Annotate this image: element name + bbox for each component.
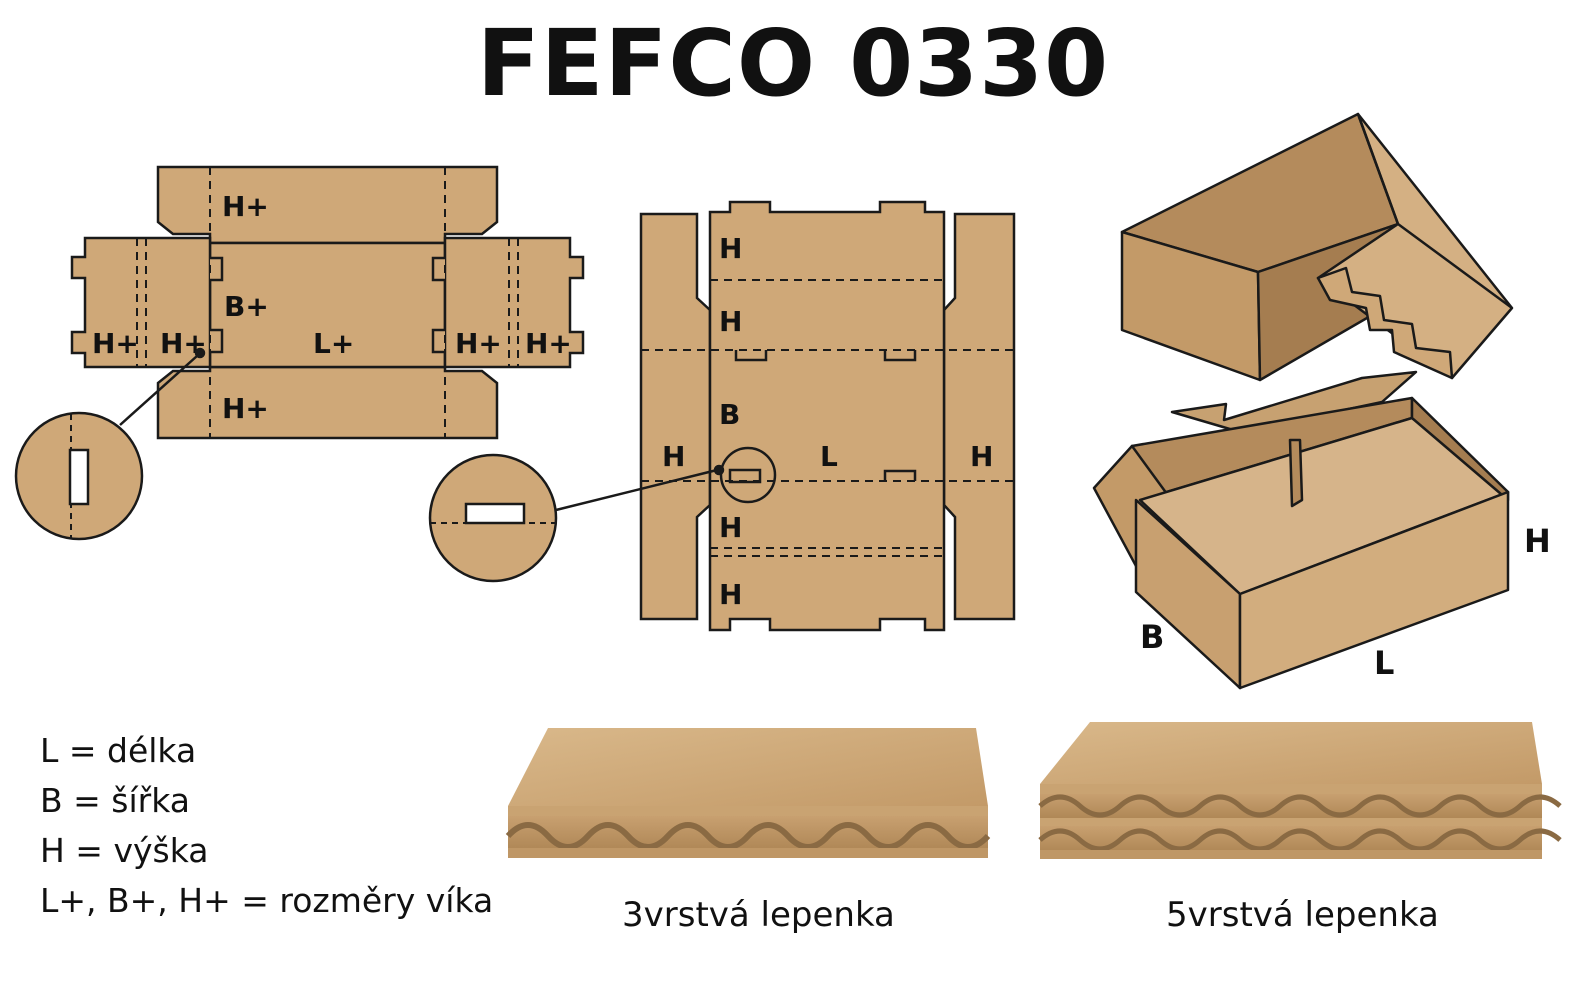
lid-right-panel: [443, 236, 585, 369]
lid-blank: [70, 165, 585, 440]
base-label-right: H: [970, 440, 993, 473]
base-label-left: H: [662, 440, 685, 473]
board-5-flute-bottom: [1038, 828, 1562, 852]
lid-label-b: B+: [224, 290, 269, 323]
lid-label-left-outer: H+: [92, 327, 139, 360]
box-label-b: B: [1140, 618, 1164, 656]
legend-item-length: L = délka: [40, 731, 197, 770]
legend-item-height: H = výška: [40, 831, 209, 870]
base-label-b: B: [719, 398, 740, 431]
lid-label-bottom: H+: [222, 392, 269, 425]
lid-bottom-flap: [156, 365, 499, 440]
base-label-h-bot1: H: [719, 511, 742, 544]
lid-label-l: L+: [313, 327, 354, 360]
board-sample-3-layer: [505, 728, 991, 858]
lid-fold-lines: [136, 167, 519, 438]
lid-label-right-outer: H+: [525, 327, 572, 360]
lid-slot-left-2: [210, 328, 224, 354]
base-labels: H H B H L H H H: [662, 232, 993, 611]
lid-3d-flap: [1316, 266, 1454, 380]
lid-label-top: H+: [222, 190, 269, 223]
base-left-panel: [639, 212, 712, 621]
base-label-h-top2: H: [719, 305, 742, 338]
caption-5-layer: 5vrstvá lepenka: [1166, 895, 1439, 935]
base-tab-3: [883, 469, 917, 481]
page-title: FEFCO 0330: [476, 10, 1110, 117]
caption-3-layer: 3vrstvá lepenka: [622, 895, 895, 935]
lid-slot-right-2: [431, 328, 445, 354]
base-fold-lines: [641, 279, 1014, 557]
lid-zoom-callout: [14, 347, 206, 541]
base-right-panel: [942, 212, 1016, 621]
box-3d: [1092, 112, 1514, 690]
lid-slot-left-1: [210, 256, 224, 282]
board-3-flute: [505, 822, 991, 850]
legend-item-width: B = šířka: [40, 781, 190, 820]
base-label-h-top1: H: [719, 232, 742, 265]
base-3d-front: [1238, 490, 1510, 690]
base-zoom-callout: [428, 446, 777, 583]
lid-labels: H+ H+ B+ L+ H+ H+ H+ H+: [92, 190, 572, 425]
lid-label-right-inner: H+: [455, 327, 502, 360]
legend-item-lid-dims: L+, B+, H+ = rozměry víka: [40, 881, 494, 920]
base-label-h-bot2: H: [719, 578, 742, 611]
board-sample-5-layer: [1038, 722, 1562, 859]
lid-top-flap: [156, 165, 499, 245]
box-3d-labels: H B L: [1140, 522, 1551, 682]
box-label-l: L: [1374, 644, 1394, 682]
legend: L = délka B = šířka H = výška L+, B+, H+…: [40, 726, 493, 926]
lid-slot-right-1: [431, 256, 445, 282]
base-blank: [639, 200, 1016, 632]
base-tab-2: [883, 350, 917, 362]
base-tab-1: [734, 350, 768, 362]
base-3d-divider: [1288, 438, 1304, 508]
base-label-l: L: [820, 440, 838, 473]
base-center-panel: [708, 200, 946, 632]
box-label-h: H: [1524, 522, 1551, 560]
board-5-flute-top: [1038, 794, 1562, 818]
